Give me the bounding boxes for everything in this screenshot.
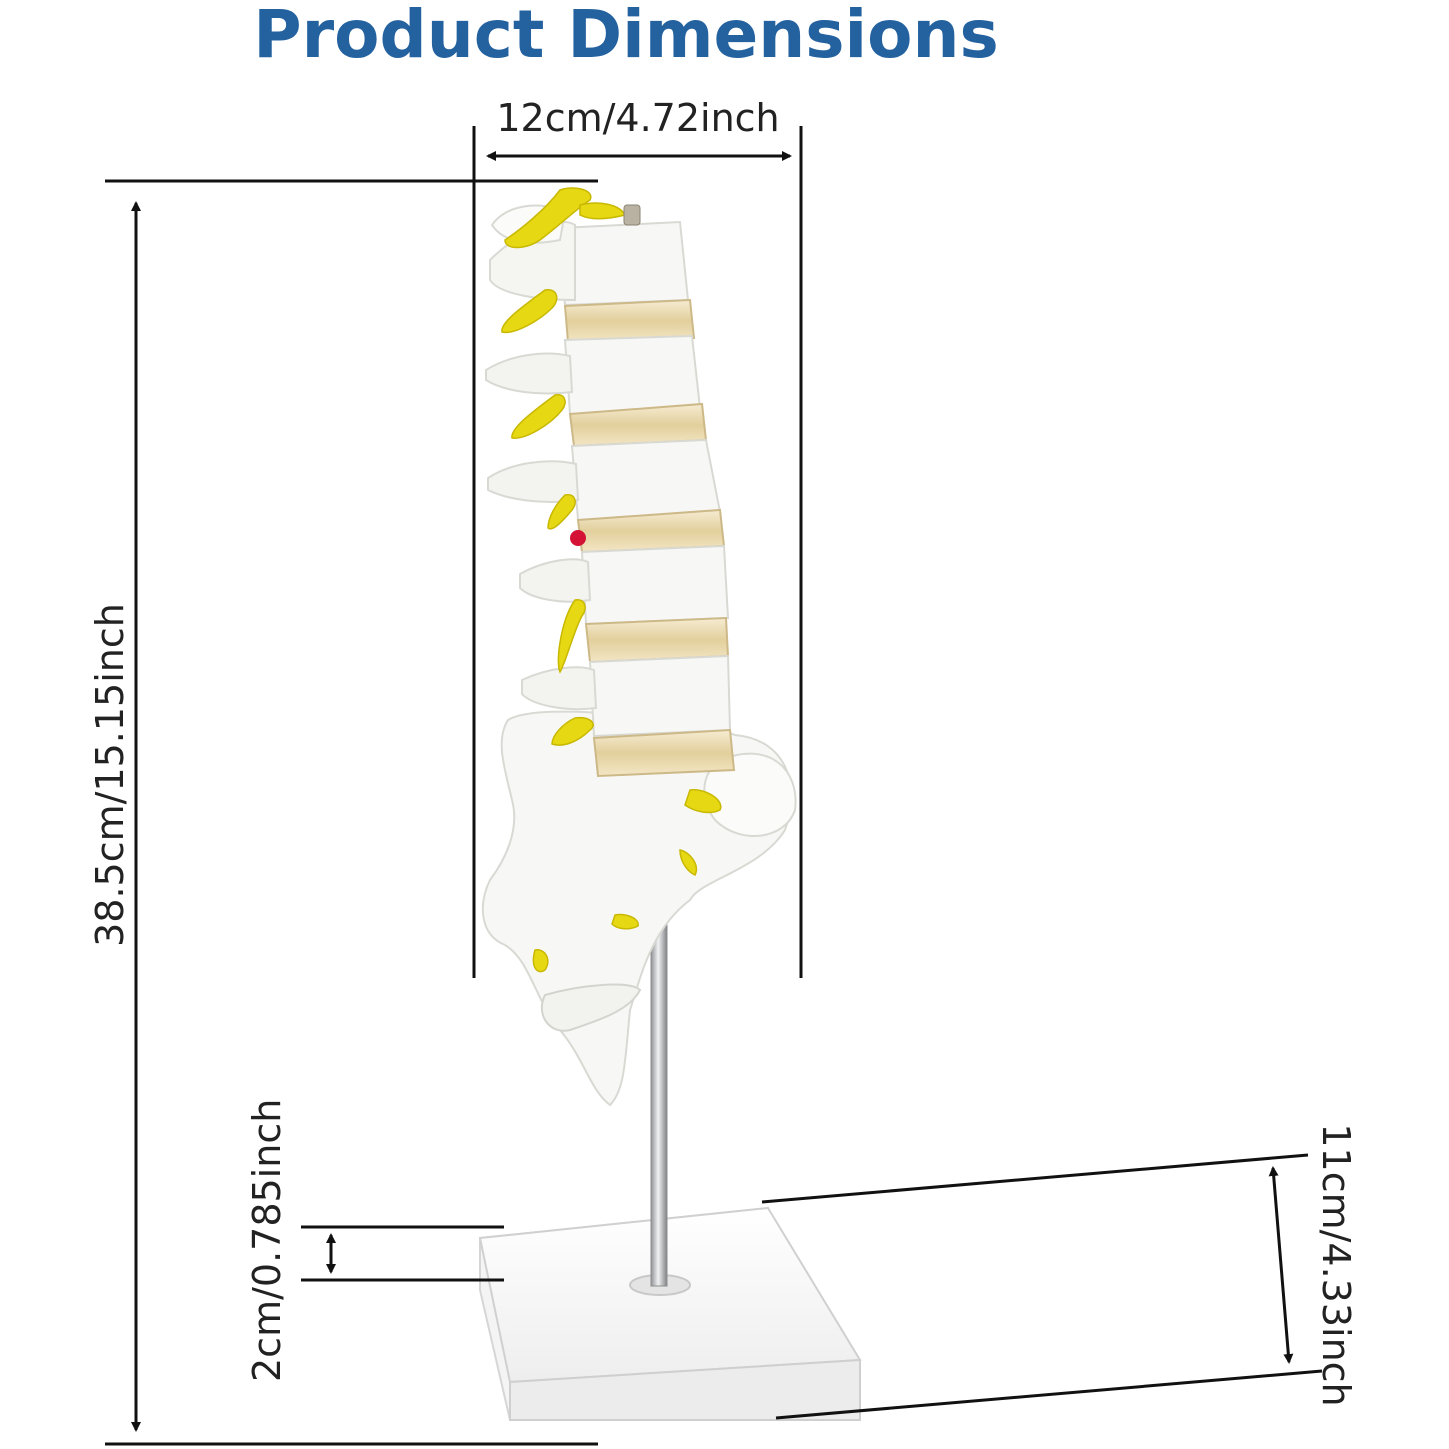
base-depth-arrow (1268, 1166, 1294, 1364)
height-dimension (105, 179, 598, 1446)
base-depth-label: 11cm/4.33inch (1314, 1123, 1358, 1407)
width-label: 12cm/4.72inch (496, 96, 780, 140)
base-depth-dimension (761, 1153, 1323, 1420)
height-label: 38.5cm/15.15inch (88, 603, 132, 947)
base-height-dimension (301, 1225, 504, 1282)
spine-model (481, 187, 797, 1107)
stand-base (478, 1206, 862, 1421)
width-dimension (472, 126, 803, 978)
base-height-label: 2cm/0.785inch (245, 1098, 289, 1382)
page-title: Product Dimensions (253, 0, 999, 73)
